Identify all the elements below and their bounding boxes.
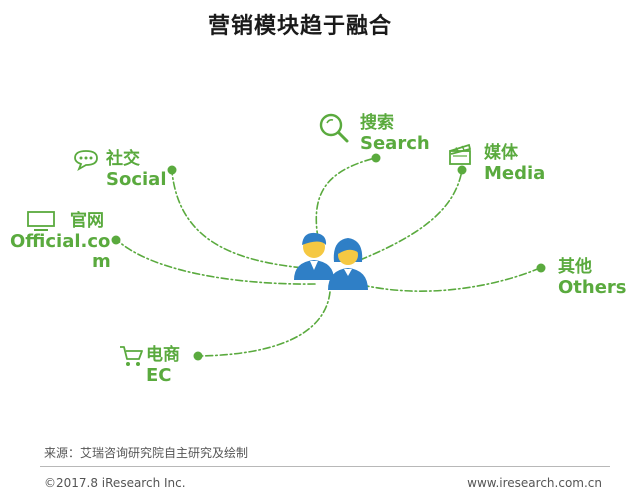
dot-ec <box>193 351 203 361</box>
users-icon <box>294 232 368 290</box>
social-label: 社交 Social <box>106 149 167 190</box>
page-title: 营销模块趋于融合 <box>207 14 392 39</box>
others-label: 其他 Others <box>558 257 627 298</box>
dot-search <box>371 153 381 163</box>
clapperboard-icon <box>449 143 472 165</box>
magnifier-icon <box>319 113 349 143</box>
shopping-cart-icon <box>120 346 143 366</box>
link-social <box>171 171 331 271</box>
link-media <box>359 169 463 261</box>
dot-social <box>167 165 177 175</box>
monitor-icon <box>27 211 55 231</box>
dot-media <box>457 165 467 175</box>
link-ec <box>197 291 331 357</box>
footer-divider <box>40 466 610 467</box>
copyright: ©2017.8 iResearch Inc. <box>44 476 186 490</box>
ec-label: 电商 EC <box>146 345 180 386</box>
link-search <box>315 157 376 239</box>
link-others <box>361 267 541 292</box>
media-label: 媒体 Media <box>484 143 546 184</box>
search-label: 搜索 Search <box>360 113 430 154</box>
source-note: 来源：艾瑞咨询研究院自主研究及绘制 <box>44 446 249 460</box>
dot-others <box>536 263 546 273</box>
official-label: 官网 Official.co m <box>10 211 111 273</box>
website-url: www.iresearch.com.cn <box>467 476 602 490</box>
dot-official <box>111 235 121 245</box>
chat-bubble-icon <box>74 150 98 172</box>
link-official <box>116 239 316 285</box>
